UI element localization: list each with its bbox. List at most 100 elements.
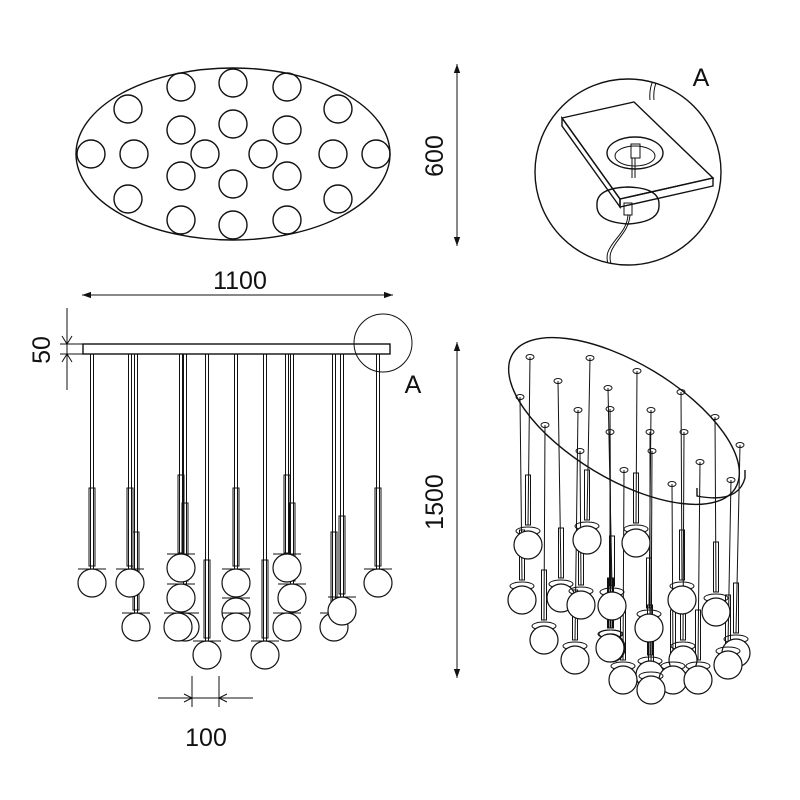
canopy-mount-point <box>676 389 686 395</box>
canopy-top-outline <box>75 67 391 241</box>
perspective-globe <box>572 525 602 555</box>
canopy-mount-point <box>585 355 595 361</box>
perspective-globe <box>529 625 559 655</box>
top-globe <box>113 94 143 124</box>
canopy-mount-point <box>605 429 615 435</box>
perspective-globe <box>566 590 596 620</box>
canopy-mount-point <box>667 481 677 487</box>
canopy-mount-point <box>646 407 656 413</box>
depth-dimension: 600 <box>421 64 461 246</box>
perspective-sleeve <box>525 474 531 526</box>
front-view: A <box>77 313 422 670</box>
front-globe <box>272 553 302 583</box>
rod-sleeve <box>261 559 269 639</box>
top-globe <box>166 205 196 235</box>
canopy-mount-point <box>695 459 705 465</box>
canopy-mount-point <box>619 467 629 473</box>
front-globe <box>277 583 307 613</box>
perspective-globe <box>683 665 713 695</box>
canopy-mount-point <box>647 448 657 454</box>
perspective-globe <box>634 613 664 643</box>
canopy-mount-point <box>632 368 642 374</box>
canopy-mount-point <box>710 414 720 420</box>
perspective-rod <box>622 469 625 661</box>
top-globe <box>272 161 302 191</box>
canopy-mount-point <box>679 429 689 435</box>
canopy-mount-point <box>603 385 613 391</box>
top-globe <box>323 184 353 214</box>
detail-label: A <box>693 64 710 92</box>
perspective-globe <box>621 528 651 558</box>
top-globe <box>272 115 302 145</box>
front-globe <box>115 568 145 598</box>
detail-callout-circle <box>353 313 413 373</box>
perspective-globe <box>597 591 627 621</box>
canopy-mount-point <box>726 477 736 483</box>
top-globe <box>272 72 302 102</box>
detail-circle <box>534 78 722 266</box>
front-globe <box>221 612 251 642</box>
perspective-sleeve <box>695 609 701 661</box>
perspective-sleeve <box>584 469 590 521</box>
top-globe <box>218 210 248 240</box>
width-dimension-label: 1100 <box>213 267 267 295</box>
depth-dimension-label: 600 <box>421 135 449 177</box>
detail-callout-label: A <box>405 371 422 399</box>
canopy-mount-point <box>573 407 583 413</box>
perspective-sleeve <box>679 529 685 581</box>
front-globe <box>166 553 196 583</box>
perspective-sleeve <box>541 569 547 621</box>
perspective-sleeve <box>558 527 564 579</box>
front-globe <box>163 612 193 642</box>
perspective-sleeve <box>633 472 639 524</box>
rod-sleeve <box>374 487 382 567</box>
perspective-rod <box>714 416 717 593</box>
front-globe <box>250 640 280 670</box>
top-globe <box>218 109 248 139</box>
front-globe <box>363 568 393 598</box>
rod-sleeve <box>203 559 211 639</box>
perspective-globe <box>513 530 543 560</box>
canopy-mount-point <box>735 442 745 448</box>
top-globe <box>248 139 278 169</box>
front-rods <box>88 354 382 641</box>
front-globe <box>221 568 251 598</box>
top-globe <box>190 139 220 169</box>
canopy-mount-detail <box>560 79 715 265</box>
rod-sleeve <box>126 487 134 567</box>
top-globe <box>76 139 106 169</box>
perspective-globe <box>667 585 697 615</box>
top-globe <box>113 184 143 214</box>
perspective-globe <box>560 645 590 675</box>
perspective-rod <box>543 424 546 621</box>
width-dimension: 1100 <box>82 267 393 299</box>
perspective-rod <box>579 450 582 586</box>
perspective-globes <box>507 521 751 705</box>
rod-sleeve <box>338 515 346 595</box>
canopy-mount-point <box>540 422 550 428</box>
front-globe <box>166 583 196 613</box>
rod-sleeve <box>232 487 240 567</box>
perspective-globe <box>636 675 666 705</box>
rod-sleeve <box>88 487 96 567</box>
perspective-rod <box>557 380 562 579</box>
canopy-thickness-dimension: 50 <box>28 308 83 390</box>
front-globe <box>121 612 151 642</box>
top-globe <box>323 94 353 124</box>
perspective-globe <box>608 665 638 695</box>
height-dimension: 1500 <box>421 342 461 678</box>
perspective-sleeve <box>713 541 719 593</box>
top-globe <box>272 205 302 235</box>
perspective-rod <box>697 461 701 661</box>
perspective-rod <box>680 391 683 581</box>
canopy-mount-point <box>605 406 615 412</box>
top-globe <box>218 169 248 199</box>
perspective-globe <box>507 585 537 615</box>
canopy-mount-point <box>645 429 655 435</box>
height-dimension-label: 1500 <box>421 474 449 530</box>
top-globe <box>166 115 196 145</box>
top-globe <box>318 139 348 169</box>
canopy-mount-point <box>515 394 525 400</box>
top-view-globes <box>76 68 391 240</box>
